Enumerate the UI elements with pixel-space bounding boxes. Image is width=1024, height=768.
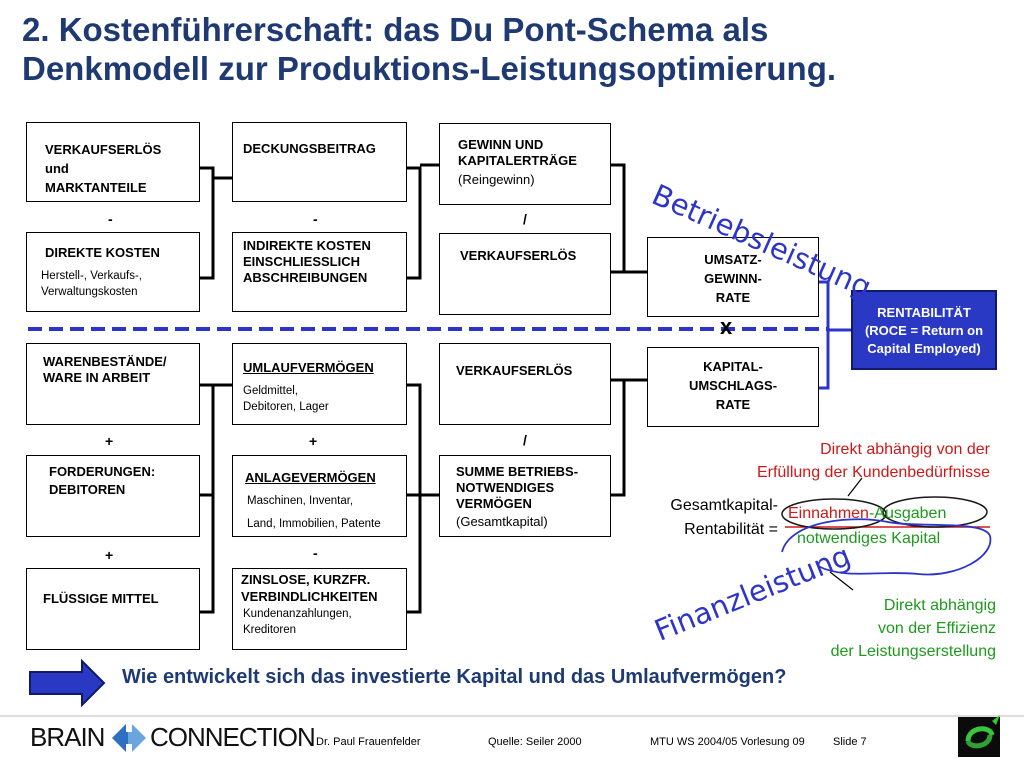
page-title: 2. Kostenführerschaft: das Du Pont-Schem… — [22, 10, 1012, 88]
title-line-2: Denkmodell zur Produktions-Leistungsopti… — [22, 50, 837, 87]
multiply-operator: x — [720, 314, 733, 339]
box-label: VERKAUFSERLÖS — [456, 363, 573, 378]
box-label: ABSCHREIBUNGEN — [243, 270, 368, 285]
box-sublabel: (Gesamtkapital) — [456, 514, 548, 529]
box-label: SUMME BETRIEBS- — [456, 464, 579, 479]
box-verkaufserloes-1: VERKAUFSERLÖS — [439, 233, 611, 315]
box-label: NOTWENDIGES — [456, 480, 555, 495]
box-label: Capital Employed) — [867, 341, 981, 356]
box-label: WARENBESTÄNDE/ — [43, 354, 167, 369]
box-label: und — [45, 161, 69, 176]
plus-operator: + — [105, 547, 114, 563]
box-summe-vermoegen: SUMME BETRIEBS- NOTWENDIGES VERMÖGEN (Ge… — [439, 455, 611, 537]
box-label: ZINSLOSE, KURZFR. — [241, 572, 371, 587]
formula-numerator: Einnahmen-Ausgaben — [788, 505, 946, 523]
box-label: INDIREKTE KOSTEN — [243, 238, 371, 253]
box-label: RENTABILITÄT — [877, 305, 971, 320]
annotation-line: Erfüllung der Kundenbedürfnisse — [756, 464, 990, 481]
box-label: MARKTANTEILE — [45, 180, 147, 195]
annotation-kundenbeduerfnisse: Direkt abhängig von der Erfüllung der Ku… — [700, 438, 990, 484]
annotation-line: Direkt abhängig — [883, 597, 996, 614]
box-label: DECKUNGSBEITRAG — [243, 141, 376, 156]
formula-denominator: notwendiges Kapital — [797, 530, 941, 547]
box-verkaufserloes-marktanteile: VERKAUFSERLÖS und MARKTANTEILE — [26, 122, 200, 202]
box-label: KAPITALERTRÄGE — [458, 153, 577, 168]
box-sublabel: Debitoren, Lager — [243, 401, 329, 413]
box-label: VERBINDLICHKEITEN — [241, 589, 378, 604]
box-label: DEBITOREN — [49, 482, 126, 497]
footer-author: Dr. Paul Frauenfelder — [316, 736, 421, 748]
box-zinslose-verbindlichkeiten: ZINSLOSE, KURZFR. VERBINDLICHKEITEN Kund… — [232, 568, 407, 650]
annotation-line: Direkt abhängig von der — [820, 441, 990, 458]
formula-label-line: Gesamtkapital- — [670, 497, 778, 514]
divide-operator: / — [523, 432, 527, 448]
box-label: GEWINN UND — [458, 137, 544, 152]
box-label: UMSATZ- — [704, 252, 762, 267]
box-label: GEWINN- — [704, 271, 762, 286]
box-label: KAPITAL- — [703, 359, 763, 374]
corner-logo-icon — [958, 715, 1000, 757]
ausgaben-term: -Ausgaben — [868, 505, 947, 522]
box-deckungsbeitrag: DECKUNGSBEITRAG — [232, 122, 407, 202]
minus-operator: - — [108, 211, 113, 227]
logo-arrows-icon — [112, 724, 146, 752]
minus-operator: - — [313, 545, 318, 561]
box-umsatzgewinnrate: UMSATZ- GEWINN- RATE — [647, 237, 819, 317]
box-warenbestaende: WARENBESTÄNDE/ WARE IN ARBEIT — [26, 343, 200, 425]
box-label: VERKAUFSERLÖS — [460, 248, 577, 263]
footer-slide: Slide 7 — [833, 736, 867, 748]
box-sublabel: Verwaltungskosten — [41, 286, 138, 298]
box-gewinn: GEWINN UND KAPITALERTRÄGE (Reingewinn) — [439, 123, 611, 205]
annotation-line: von der Effizienz — [878, 620, 996, 637]
einnahmen-term: Einnahmen — [788, 505, 869, 522]
box-label: EINSCHLIESSLICH — [243, 254, 361, 269]
box-label: UMSCHLAGS- — [688, 378, 778, 393]
box-indirekte-kosten: INDIREKTE KOSTEN EINSCHLIESSLICH ABSCHRE… — [232, 232, 407, 312]
annotation-line: der Leistungserstellung — [830, 643, 996, 660]
formula-label-line: Rentabilität = — [684, 521, 778, 538]
box-sublabel: Land, Immobilien, Patente — [247, 518, 381, 530]
box-sublabel: (Reingewinn) — [458, 172, 535, 187]
plus-operator: + — [309, 433, 318, 449]
box-umlaufvermoegen: UMLAUFVERMÖGEN Geldmittel, Debitoren, La… — [232, 343, 407, 425]
annotation-effizienz: Direkt abhängig von der Effizienz der Le… — [760, 594, 996, 663]
box-label: VERKAUFSERLÖS — [45, 142, 162, 157]
question-text: Wie entwickelt sich das investierte Kapi… — [122, 666, 787, 688]
logo-word-brain: BRAIN — [30, 722, 105, 752]
box-rentabilitaet: RENTABILITÄT (ROCE = Return on Capital E… — [851, 290, 997, 370]
box-anlagevermoegen: ANLAGEVERMÖGEN Maschinen, Inventar, Land… — [232, 455, 407, 537]
box-label: ANLAGEVERMÖGEN — [245, 470, 376, 485]
divide-operator: / — [523, 211, 527, 227]
logo-word-connection: CONNECTION — [150, 722, 316, 752]
box-sublabel: Kreditoren — [243, 624, 297, 636]
box-label: WARE IN ARBEIT — [43, 370, 151, 385]
box-label: VERMÖGEN — [456, 496, 532, 511]
title-line-1: 2. Kostenführerschaft: das Du Pont-Schem… — [22, 11, 769, 48]
box-label: DIREKTE KOSTEN — [45, 245, 160, 260]
box-fluessige-mittel: FLÜSSIGE MITTEL — [26, 568, 200, 650]
box-label: RATE — [715, 397, 751, 412]
box-label: FLÜSSIGE MITTEL — [43, 591, 159, 606]
box-kapitalumschlagsrate: KAPITAL- UMSCHLAGS- RATE — [647, 347, 819, 427]
box-label: (ROCE = Return on — [864, 323, 984, 338]
box-sublabel: Geldmittel, — [243, 385, 298, 397]
box-sublabel: Herstell-, Verkaufs-, — [41, 270, 142, 282]
plus-operator: + — [105, 433, 114, 449]
box-label: FORDERUNGEN: — [49, 464, 156, 479]
box-label: UMLAUFVERMÖGEN — [243, 360, 374, 375]
box-sublabel: Kundenanzahlungen, — [243, 608, 352, 620]
footer-course: MTU WS 2004/05 Vorlesung 09 — [650, 736, 805, 748]
box-verkaufserloes-2: VERKAUFSERLÖS — [439, 343, 611, 425]
box-label: RATE — [715, 290, 751, 305]
minus-operator: - — [313, 211, 318, 227]
box-forderungen: FORDERUNGEN: DEBITOREN — [26, 455, 200, 537]
box-direkte-kosten: DIREKTE KOSTEN Herstell-, Verkaufs-, Ver… — [26, 232, 200, 312]
formula-label: Gesamtkapital- Rentabilität = — [642, 494, 778, 542]
box-sublabel: Maschinen, Inventar, — [247, 495, 354, 507]
footer-source: Quelle: Seiler 2000 — [488, 736, 582, 748]
